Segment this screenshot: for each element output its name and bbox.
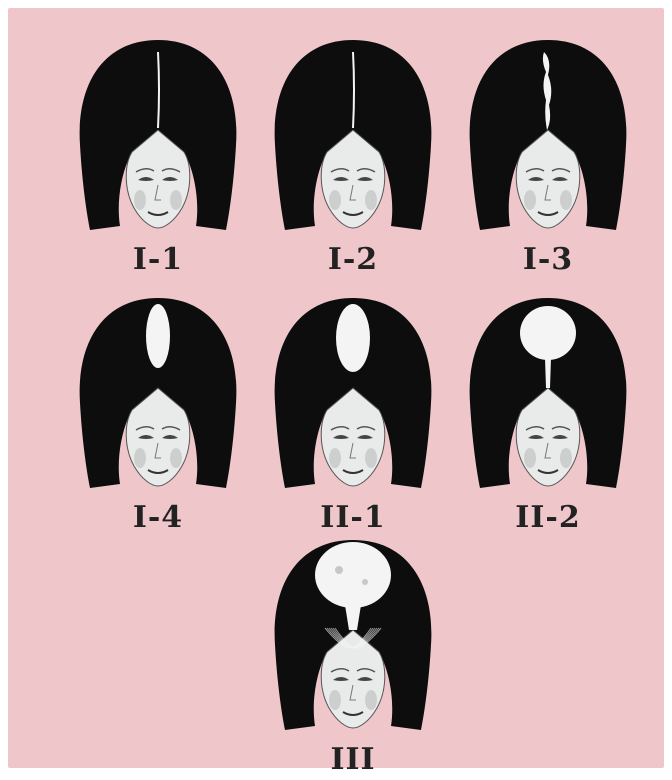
stage-label: I-1: [58, 242, 258, 277]
stage-i-4: I-4: [58, 288, 258, 538]
stage-i-1: I-1: [58, 30, 258, 280]
head-illustration: [58, 30, 258, 250]
head-illustration: [253, 30, 453, 250]
medium-part-strip: [146, 304, 170, 368]
stage-label: I-4: [58, 500, 258, 535]
head-illustration: [448, 288, 648, 508]
stage-i-3: I-3: [448, 30, 648, 280]
stage-label: II-2: [448, 500, 648, 535]
stage-i-2: I-2: [253, 30, 453, 280]
head-illustration: [58, 288, 258, 508]
head-illustration: [253, 530, 453, 750]
wide-part-strip: [336, 304, 370, 372]
stage-label: III: [253, 742, 453, 777]
head-illustration: [253, 288, 453, 508]
head-illustration: [448, 30, 648, 250]
stage-ii-2: II-2: [448, 288, 648, 538]
stage-label: I-3: [448, 242, 648, 277]
diagram-panel: I-1 I-2 I-3 I-4 II-1 II-2 III: [8, 8, 664, 768]
stage-iii: III: [253, 530, 453, 780]
stage-label: I-2: [253, 242, 453, 277]
stage-ii-1: II-1: [253, 288, 453, 538]
